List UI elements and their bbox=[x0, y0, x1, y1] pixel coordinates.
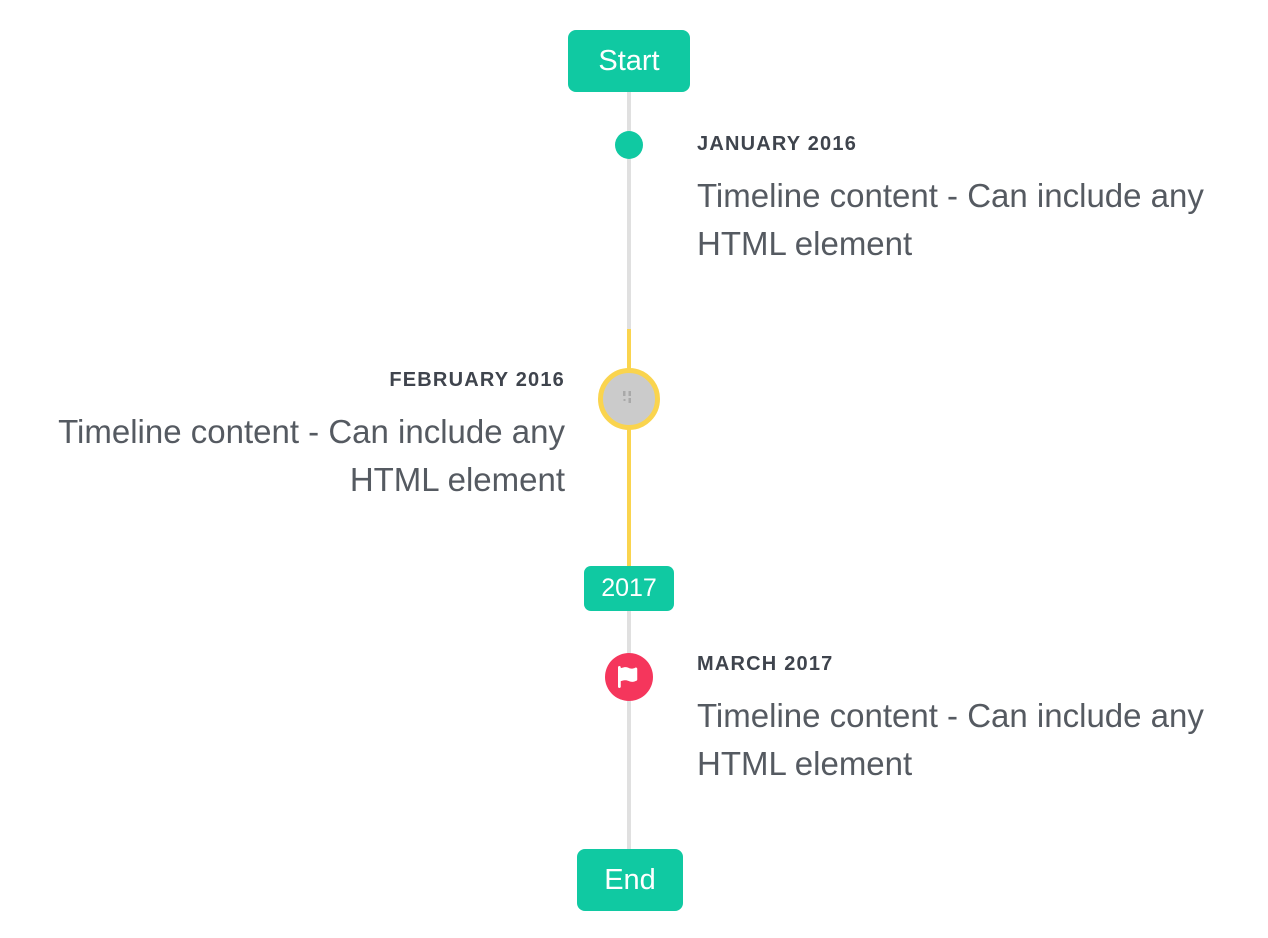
timeline-item-january: JANUARY 2016 Timeline content - Can incl… bbox=[697, 132, 1242, 268]
timeline-item-march: MARCH 2017 Timeline content - Can includ… bbox=[697, 652, 1242, 788]
item-content-january: Timeline content - Can include any HTML … bbox=[697, 177, 1204, 262]
timeline-line-highlight bbox=[627, 329, 631, 567]
broken-image-icon bbox=[619, 389, 639, 410]
timeline-item-february: FEBRUARY 2016 Timeline content - Can inc… bbox=[20, 368, 565, 504]
item-title-march: MARCH 2017 bbox=[697, 653, 834, 675]
item-title-february: FEBRUARY 2016 bbox=[389, 369, 565, 391]
dot-icon bbox=[615, 131, 643, 159]
flag-icon bbox=[618, 666, 640, 688]
timeline-period-badge: 2017 bbox=[584, 566, 674, 611]
timeline-end-badge: End bbox=[577, 849, 683, 911]
timeline-start-badge: Start bbox=[568, 30, 690, 92]
item-content-march: Timeline content - Can include any HTML … bbox=[697, 697, 1204, 782]
image-marker bbox=[598, 368, 660, 430]
item-title-january: JANUARY 2016 bbox=[697, 133, 858, 155]
item-content-february: Timeline content - Can include any HTML … bbox=[58, 413, 565, 498]
flag-marker bbox=[605, 653, 653, 701]
